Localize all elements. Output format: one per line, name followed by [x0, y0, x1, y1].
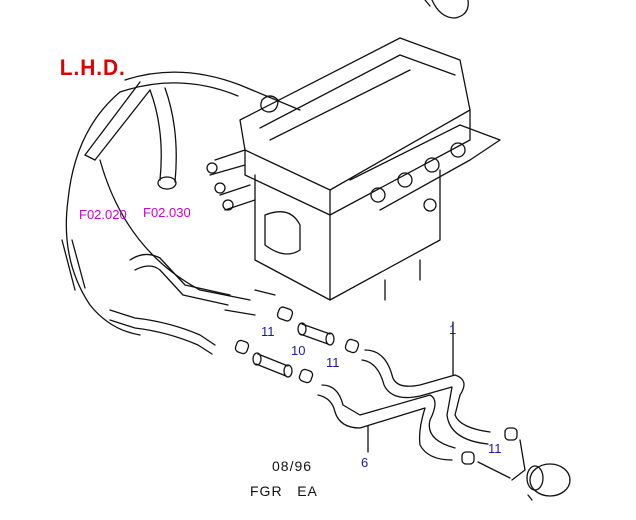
engine-block: [206, 37, 501, 301]
hose-connectors: [234, 306, 360, 384]
callout-11-lower[interactable]: 11: [488, 441, 502, 456]
upper-left-hoses: [61, 71, 301, 355]
date-code: 08/96: [272, 458, 313, 474]
callout-11-middle[interactable]: 11: [326, 355, 340, 370]
hose-6: [317, 384, 456, 461]
callout-6[interactable]: 6: [361, 455, 369, 470]
lower-right-fittings: [461, 427, 571, 501]
hose-1: [361, 321, 491, 445]
reference-link-f02-020[interactable]: F02.020: [79, 207, 127, 222]
model-code: FGR EA: [250, 483, 318, 499]
callout-11-upper[interactable]: 11: [261, 324, 275, 339]
top-clip: [424, 0, 469, 19]
callout-1[interactable]: 1: [449, 322, 457, 337]
variant-label: L.H.D.: [59, 55, 126, 80]
reference-link-f02-030[interactable]: F02.030: [143, 205, 191, 220]
callout-10[interactable]: 10: [291, 343, 306, 358]
